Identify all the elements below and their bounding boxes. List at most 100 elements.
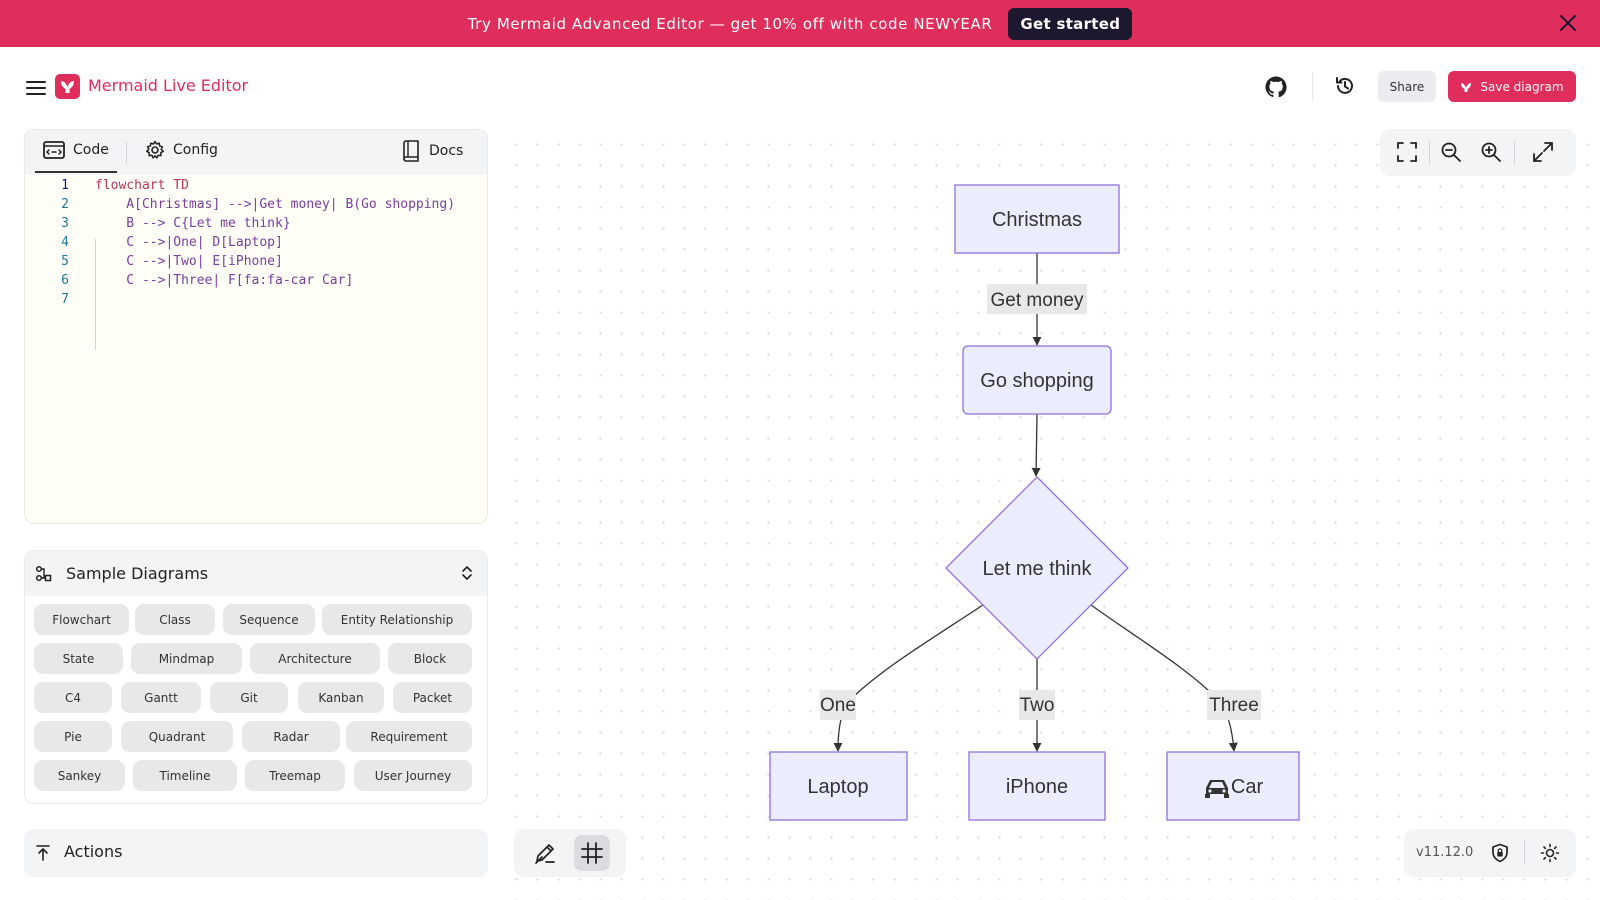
edge-label-get-money: Get money <box>987 284 1087 314</box>
save-button-label: Save diagram <box>1480 79 1564 94</box>
shield-icon[interactable] <box>1490 843 1510 863</box>
code-line[interactable]: 7 <box>25 290 487 309</box>
node-label: iPhone <box>1006 776 1068 798</box>
tab-divider <box>126 142 127 164</box>
code-text: C -->|Two| E[iPhone] <box>95 254 283 269</box>
edge-label-text: Three <box>1209 695 1259 716</box>
edge-c-d <box>833 604 984 752</box>
sample-chip-gantt[interactable]: Gantt <box>121 682 201 713</box>
sample-chip-class[interactable]: Class <box>135 604 215 635</box>
code-line[interactable]: 4 C -->|One| D[Laptop] <box>25 233 487 252</box>
share-button[interactable]: Share <box>1378 71 1436 102</box>
actions-panel[interactable]: Actions <box>24 829 488 877</box>
edge-label-bg <box>1019 690 1055 720</box>
version-label[interactable]: v11.12.0 <box>1416 845 1474 860</box>
fit-screen-icon[interactable] <box>1396 141 1418 163</box>
grid-toggle-button[interactable] <box>574 835 610 871</box>
sample-chip-sequence[interactable]: Sequence <box>223 604 315 635</box>
tab-code[interactable]: Code <box>43 140 109 160</box>
code-area[interactable]: 1 flowchart TD 2 A[Christmas] -->|Get mo… <box>25 175 487 523</box>
share-button-label: Share <box>1389 79 1425 94</box>
node-shape <box>945 476 1129 660</box>
toolbar-divider <box>1524 841 1525 865</box>
sample-chip-treemap[interactable]: Treemap <box>245 760 345 791</box>
code-line[interactable]: 5 C -->|Two| E[iPhone] <box>25 252 487 271</box>
sample-chip-packet[interactable]: Packet <box>393 682 472 713</box>
sample-chip-flowchart[interactable]: Flowchart <box>34 604 129 635</box>
expand-up-icon <box>36 845 50 861</box>
code-text-content: flowchart TD <box>95 178 189 193</box>
github-icon[interactable] <box>1264 75 1288 99</box>
sample-chip-sankey[interactable]: Sankey <box>34 760 125 791</box>
sample-chip-timeline[interactable]: Timeline <box>133 760 237 791</box>
banner-text: Try Mermaid Advanced Editor — get 10% of… <box>467 14 993 33</box>
menu-icon[interactable] <box>26 80 46 96</box>
node-car[interactable]: Car <box>1166 751 1300 821</box>
sample-chip-pie[interactable]: Pie <box>34 721 112 752</box>
toolbar-divider <box>1429 141 1430 165</box>
edit-pencil-icon[interactable] <box>534 842 556 864</box>
node-go-shopping[interactable]: Go shopping <box>962 345 1112 415</box>
edge-b-c <box>1031 413 1041 477</box>
theme-toggle-sun-icon[interactable] <box>1540 843 1560 863</box>
tab-docs-label: Docs <box>429 143 464 159</box>
sample-diagrams-panel: Sample Diagrams Flowchart Class Sequence… <box>24 550 488 804</box>
sample-diagrams-header[interactable]: Sample Diagrams <box>25 551 487 596</box>
line-number: 5 <box>61 254 69 269</box>
sample-chip-entity-relationship[interactable]: Entity Relationship <box>322 604 472 635</box>
line-number: 7 <box>61 292 69 307</box>
node-iphone[interactable]: iPhone <box>968 751 1106 821</box>
code-line[interactable]: 3 B --> C{Let me think} <box>25 214 487 233</box>
car-icon <box>1205 780 1229 798</box>
tab-code-label: Code <box>73 142 109 158</box>
sample-chip-kanban[interactable]: Kanban <box>298 682 384 713</box>
sample-chip-architecture[interactable]: Architecture <box>250 643 380 674</box>
sample-chip-c4[interactable]: C4 <box>34 682 112 713</box>
actions-label: Actions <box>64 842 123 861</box>
node-label: Car <box>1231 776 1264 798</box>
history-icon[interactable] <box>1334 75 1356 97</box>
tab-config[interactable]: Config <box>145 140 218 160</box>
edge-label-text: Two <box>1020 695 1055 716</box>
sample-chip-git[interactable]: Git <box>210 682 288 713</box>
edge-label-one: One <box>820 690 856 720</box>
sample-chip-block[interactable]: Block <box>388 643 472 674</box>
sample-chip-user-journey[interactable]: User Journey <box>354 760 472 791</box>
mermaid-logo[interactable] <box>55 74 80 99</box>
editor-tabs: Code Config Docs <box>25 130 487 175</box>
sample-chip-mindmap[interactable]: Mindmap <box>131 643 242 674</box>
grid-icon <box>581 842 603 864</box>
code-line[interactable]: 6 C -->|Three| F[fa:fa-car Car] <box>25 271 487 290</box>
node-let-me-think[interactable]: Let me think <box>945 476 1129 660</box>
node-laptop[interactable]: Laptop <box>769 751 908 821</box>
edge-label-two: Two <box>1019 690 1055 720</box>
node-label: Go shopping <box>980 370 1093 392</box>
node-shape <box>769 751 908 821</box>
app-title[interactable]: Mermaid Live Editor <box>88 76 249 95</box>
code-text: A[Christmas] -->|Get money| B(Go shoppin… <box>95 197 456 212</box>
collapse-icon[interactable] <box>459 564 475 582</box>
node-label: Christmas <box>992 209 1082 231</box>
gear-icon <box>145 140 165 159</box>
node-shape <box>954 184 1120 254</box>
sample-chip-radar[interactable]: Radar <box>242 721 340 752</box>
node-shape <box>1166 751 1300 821</box>
tab-docs[interactable]: Docs <box>401 140 463 162</box>
fullscreen-icon[interactable] <box>1532 141 1554 163</box>
close-icon[interactable] <box>1558 13 1578 33</box>
sample-chip-state[interactable]: State <box>34 643 123 674</box>
edge-label-text: Get money <box>991 290 1084 311</box>
code-line[interactable]: 2 A[Christmas] -->|Get money| B(Go shopp… <box>25 195 487 214</box>
get-started-button[interactable]: Get started <box>1008 7 1133 40</box>
diagram-icon <box>35 565 52 582</box>
sample-diagrams-title: Sample Diagrams <box>66 564 209 583</box>
node-christmas[interactable]: Christmas <box>954 184 1120 254</box>
line-number: 1 <box>61 178 69 193</box>
version-bar: v11.12.0 <box>1404 829 1576 877</box>
sample-chip-requirement[interactable]: Requirement <box>346 721 472 752</box>
zoom-in-icon[interactable] <box>1480 141 1502 163</box>
zoom-out-icon[interactable] <box>1440 141 1462 163</box>
code-line[interactable]: 1 flowchart TD <box>25 176 487 195</box>
save-diagram-button[interactable]: Save diagram <box>1448 71 1576 102</box>
sample-chip-quadrant[interactable]: Quadrant <box>121 721 233 752</box>
